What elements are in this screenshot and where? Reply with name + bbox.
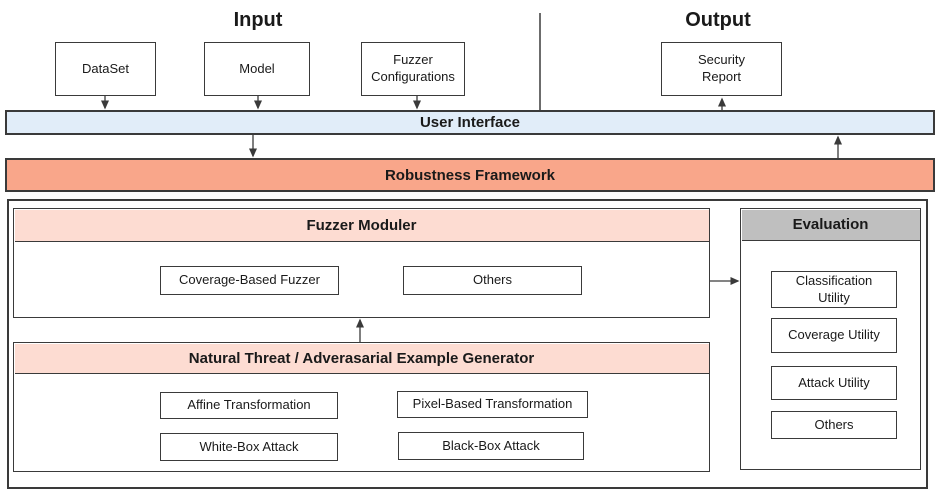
generator-header: Natural Threat / Adverasarial Example Ge… [14,343,709,374]
fuzzer-moduler-title: Fuzzer Moduler [306,216,417,234]
user-interface-label: User Interface [419,114,521,131]
pixel-based-transformation-box: Pixel-Based Transformation [397,391,588,418]
security-report-box: Security Report [661,42,782,96]
evaluation-others-box: Others [771,411,897,439]
fuzzer-others-label: Others [472,272,512,288]
model-box: Model [204,42,310,96]
generator-title: Natural Threat / Adverasarial Example Ge… [188,349,535,367]
evaluation-title: Evaluation [792,216,869,233]
input-column-title: Input [233,9,283,31]
classification-utility-label: Classification Utility [795,272,873,305]
model-label: Model [239,60,275,76]
fuzzer-moduler-header: Fuzzer Moduler [14,209,709,242]
affine-transformation-label: Affine Transformation [187,397,311,413]
coverage-based-fuzzer-label: Coverage-Based Fuzzer [179,272,320,288]
fuzzer-configurations-box: Fuzzer Configurations [361,42,465,96]
classification-utility-box: Classification Utility [771,271,897,308]
coverage-utility-box: Coverage Utility [771,318,897,353]
robustness-framework-bar: Robustness Framework [5,158,935,192]
black-box-attack-box: Black-Box Attack [398,432,584,460]
white-box-attack-label: White-Box Attack [199,438,299,454]
attack-utility-box: Attack Utility [771,366,897,400]
black-box-attack-label: Black-Box Attack [442,437,540,453]
output-column-title: Output [685,9,751,31]
coverage-utility-label: Coverage Utility [788,327,880,343]
pixel-based-transformation-label: Pixel-Based Transformation [412,396,573,412]
fuzzer-configurations-label: Fuzzer Configurations [371,52,455,84]
dataset-label: DataSet [82,60,129,76]
attack-utility-label: Attack Utility [798,374,870,390]
affine-transformation-box: Affine Transformation [160,392,338,419]
fuzzer-others-box: Others [403,266,582,295]
dataset-box: DataSet [55,42,156,96]
user-interface-bar: User Interface [5,110,935,135]
evaluation-header: Evaluation [741,209,920,241]
white-box-attack-box: White-Box Attack [160,433,338,461]
security-report-label: Security Report [698,52,745,84]
robustness-framework-label: Robustness Framework [384,166,556,184]
evaluation-others-label: Others [814,416,854,432]
coverage-based-fuzzer-box: Coverage-Based Fuzzer [160,266,339,295]
